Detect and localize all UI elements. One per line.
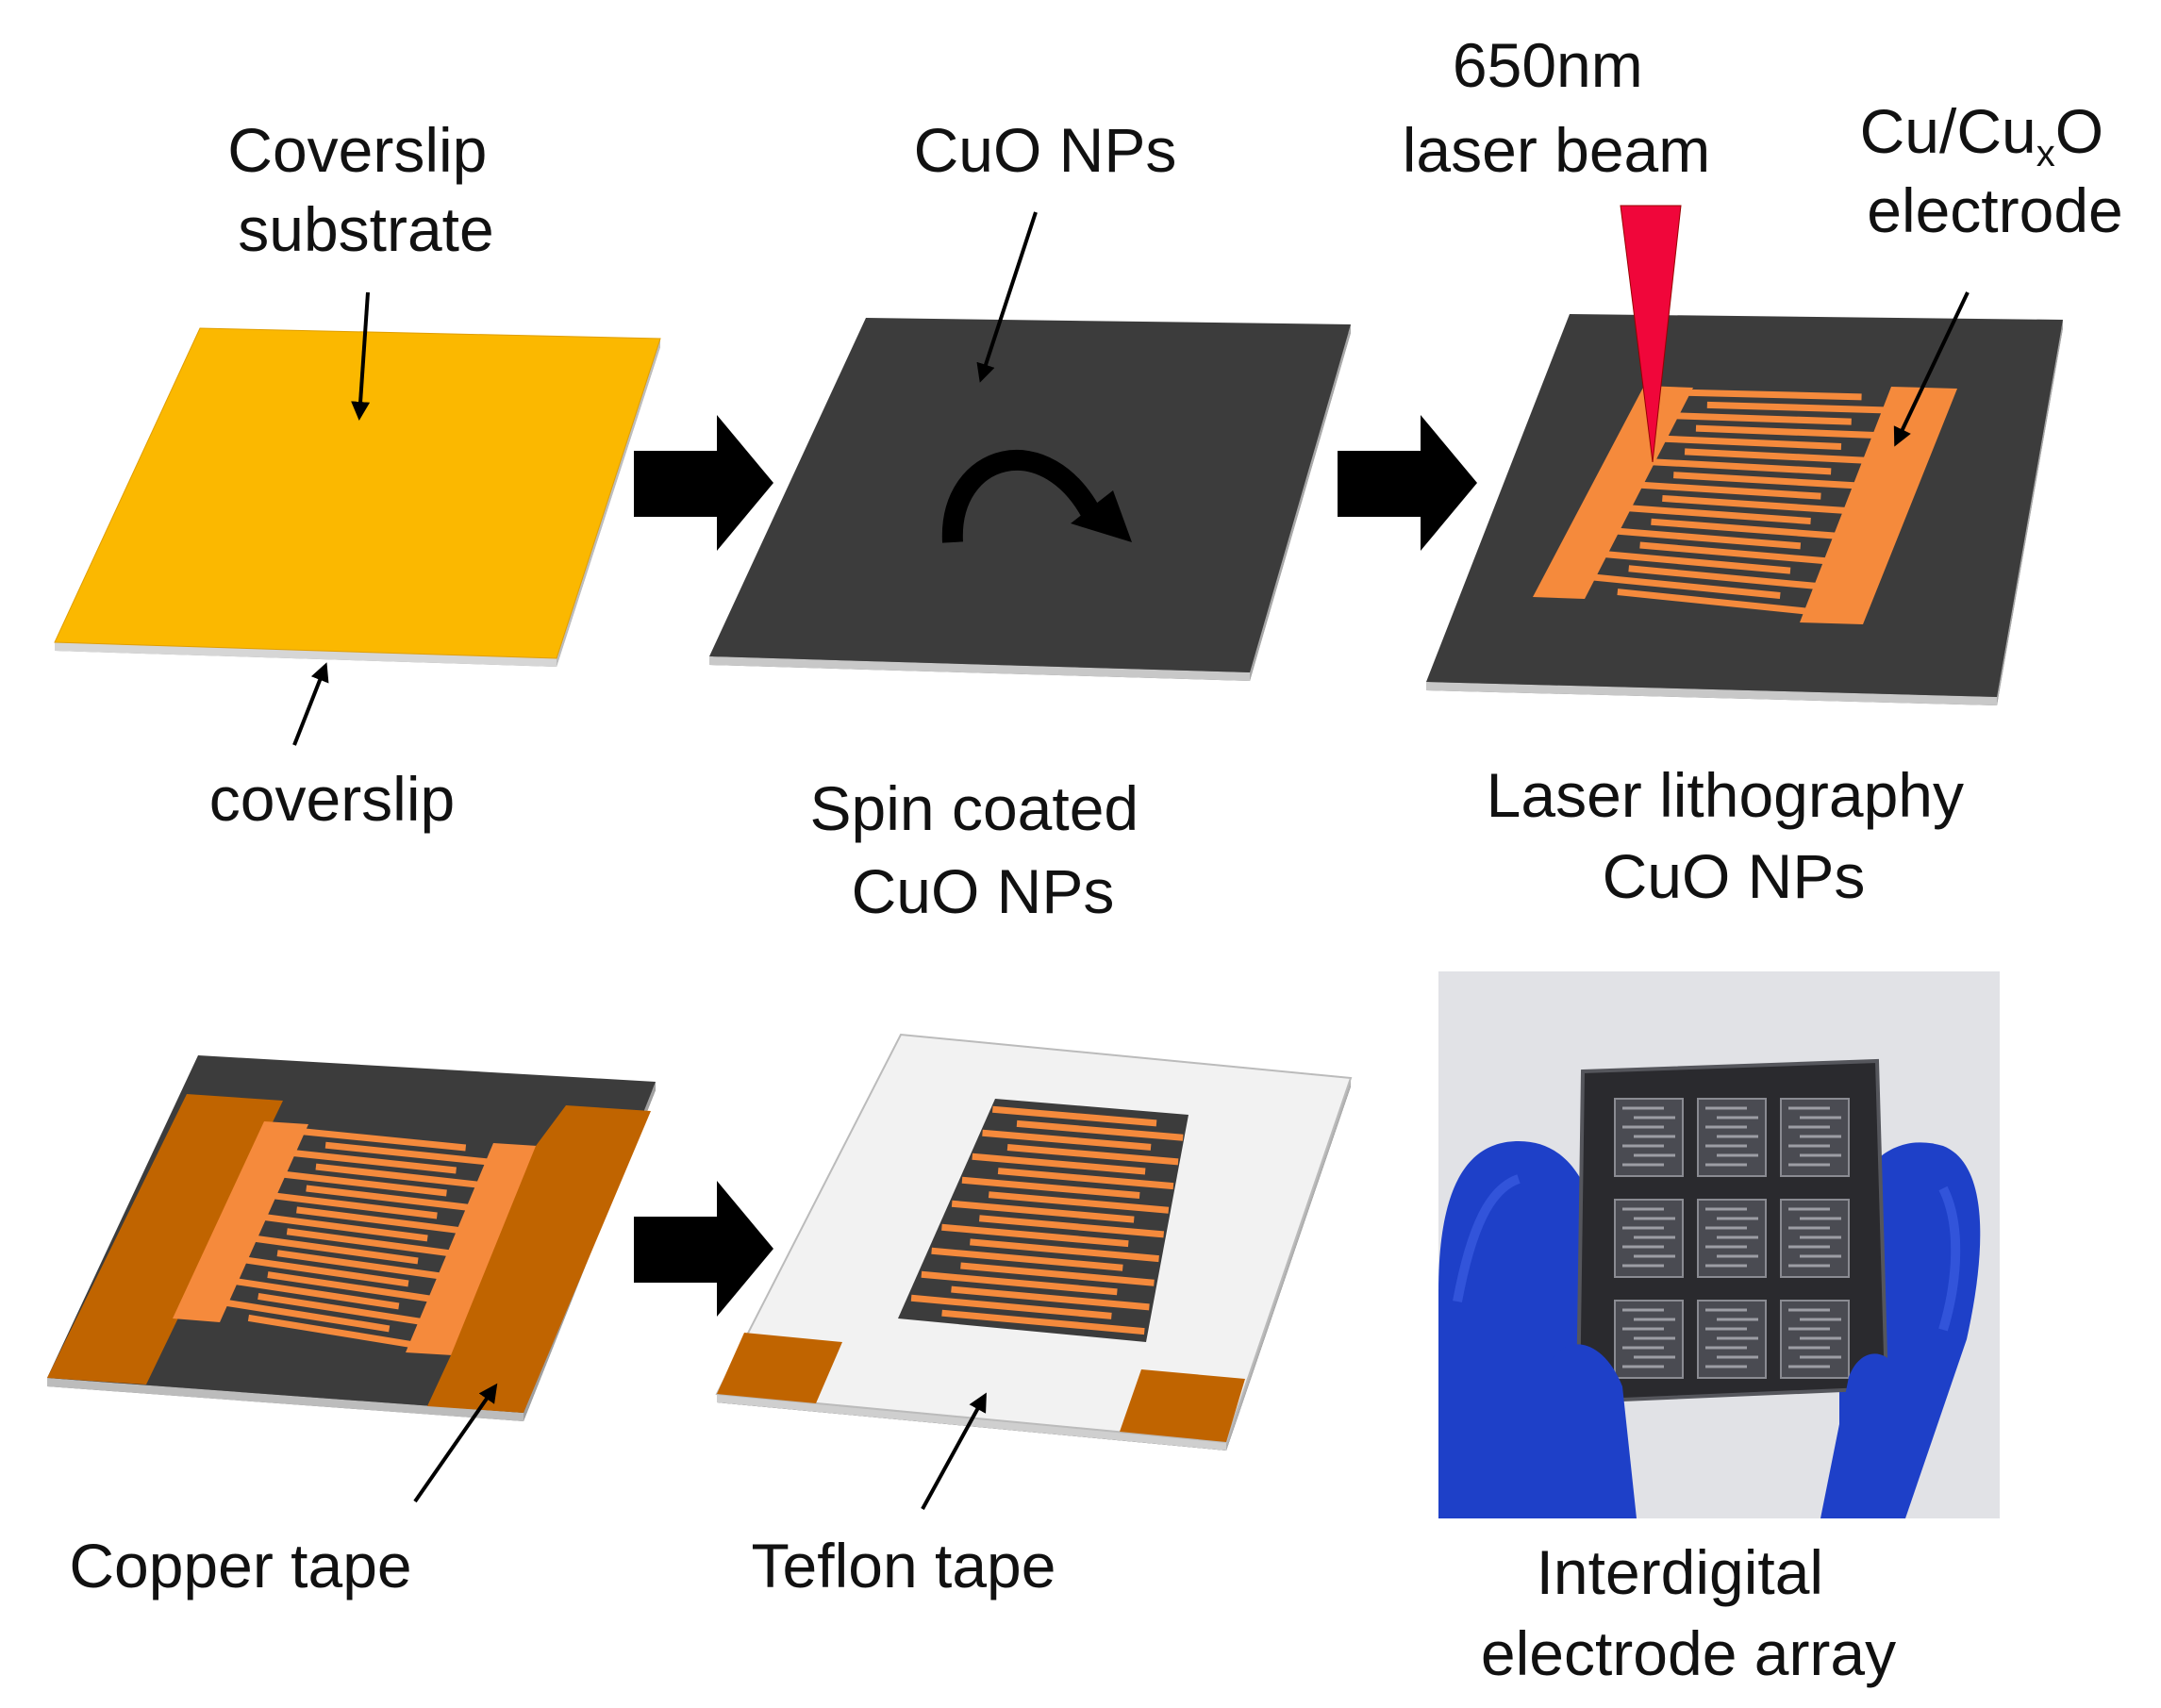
electrode-finger xyxy=(1600,550,1791,574)
electrode-finger xyxy=(910,1294,1112,1319)
right-electrode-pad xyxy=(1800,387,1957,624)
electrode-finger xyxy=(951,1285,1150,1311)
pointer-arrow-icon xyxy=(921,1392,987,1510)
electrode-finger xyxy=(988,1191,1170,1214)
electrode-finger xyxy=(315,1163,481,1188)
pointer-arrow-icon xyxy=(351,291,371,421)
electrode-finger xyxy=(247,1314,415,1349)
coverslip-substrate-panel xyxy=(54,327,661,667)
interdigital-fingers xyxy=(910,1105,1184,1335)
left-copper-tape xyxy=(47,1094,283,1385)
electrode-finger xyxy=(1623,504,1811,524)
electrode-finger xyxy=(281,1170,447,1197)
electrode-finger xyxy=(982,1129,1152,1151)
electrode-finger xyxy=(997,1168,1174,1190)
electrode-finger xyxy=(1612,527,1802,550)
electrode-finger xyxy=(324,1141,490,1166)
electrode-finger xyxy=(970,1238,1159,1263)
electrode-finger xyxy=(1006,1143,1179,1166)
electrode-finger xyxy=(921,1270,1118,1296)
spin-arrow-icon xyxy=(941,450,1132,543)
cuo-coated-substrate xyxy=(709,318,1351,672)
electrode-label: Cu/CuxO electrode xyxy=(1860,96,2123,245)
block-arrow-icon xyxy=(634,1181,773,1317)
electrode-finger xyxy=(276,1250,443,1280)
electrode-finger xyxy=(1639,541,1830,565)
coverslip-substrate-label: Coverslip substrate xyxy=(227,115,504,264)
electrode-finger xyxy=(242,1256,409,1287)
right-copper-tape xyxy=(427,1105,651,1413)
electrode-finger xyxy=(301,1128,467,1152)
electrode-finger xyxy=(306,1185,472,1212)
block-arrow-icon xyxy=(1338,415,1477,551)
laser-lithography-label: Laser lithography CuO NPs xyxy=(1487,760,1982,911)
pointer-arrow-icon xyxy=(292,662,329,746)
pointer-arrow-icon xyxy=(976,211,1038,383)
laser-beam-icon xyxy=(1620,205,1682,463)
interdigital-label: Interdigital electrode array xyxy=(1481,1537,1896,1688)
electrode-finger xyxy=(1617,589,1809,615)
electrode-finger xyxy=(972,1152,1146,1175)
electrode-finger xyxy=(267,1271,434,1302)
yellow-substrate xyxy=(54,327,661,659)
spin-coated-panel xyxy=(709,318,1351,681)
electrode-finger xyxy=(258,1293,424,1326)
electrode-finger xyxy=(961,1176,1140,1200)
electrode-finger xyxy=(941,1223,1129,1248)
electrode-finger xyxy=(941,1309,1145,1335)
electrode-finger xyxy=(1669,412,1852,425)
electrode-finger xyxy=(1657,435,1842,450)
electrode-finger xyxy=(272,1192,438,1219)
electrode-finger xyxy=(1588,573,1781,599)
coverslip-label: coverslip xyxy=(209,764,455,834)
electrode-finger xyxy=(1706,401,1889,414)
electrode-finger xyxy=(224,1299,391,1333)
interdigital-fingers xyxy=(224,1128,490,1349)
copper-tape-panel xyxy=(47,1055,656,1421)
electrode-finger xyxy=(1016,1119,1184,1141)
electrode-finger xyxy=(978,1215,1165,1238)
electrode-finger xyxy=(1635,481,1821,500)
copper-tape-label: Copper tape xyxy=(69,1531,411,1600)
electrode-finger xyxy=(296,1206,462,1235)
electrode-finger xyxy=(252,1235,419,1265)
laser-lithography-panel xyxy=(1426,314,2063,705)
electrode-finger xyxy=(1695,424,1879,439)
electrode-finger xyxy=(1680,389,1862,401)
electrode-finger xyxy=(992,1105,1157,1127)
right-electrode-pad xyxy=(406,1143,538,1355)
electrode-finger xyxy=(1673,472,1859,489)
left-copper-tape xyxy=(717,1333,842,1403)
spin-coated-label: Spin coated CuO NPs xyxy=(810,773,1156,926)
left-electrode-pad xyxy=(173,1121,308,1322)
electrode-finger xyxy=(233,1277,400,1310)
pointer-arrow-icon xyxy=(1893,291,1970,447)
electrode-finger xyxy=(931,1247,1123,1271)
laser-beam-label: 650nm laser beam xyxy=(1403,30,1711,185)
electrode-finger xyxy=(1684,448,1870,464)
teflon-tape-panel xyxy=(715,1033,1353,1451)
electrode-finger xyxy=(960,1262,1155,1286)
electrode-array-photo xyxy=(1438,971,2000,1518)
interdigital-fingers xyxy=(1588,389,1889,615)
electrode-cells xyxy=(1614,1098,1850,1379)
electrode-finger xyxy=(291,1149,457,1174)
block-arrow-icon xyxy=(634,415,773,551)
teflon-tape-label: Teflon tape xyxy=(752,1531,1056,1600)
electrode-finger xyxy=(1646,457,1832,475)
electrode-finger xyxy=(1662,494,1850,515)
right-copper-tape xyxy=(1120,1369,1245,1442)
electrode-finger xyxy=(951,1200,1135,1223)
electrode-finger xyxy=(1651,518,1839,539)
cuo-nps-label: CuO NPs xyxy=(914,115,1177,185)
electrode-finger xyxy=(1628,565,1820,590)
electrode-finger xyxy=(262,1213,428,1242)
pointer-arrow-icon xyxy=(413,1383,498,1503)
electrode-finger xyxy=(286,1228,453,1257)
